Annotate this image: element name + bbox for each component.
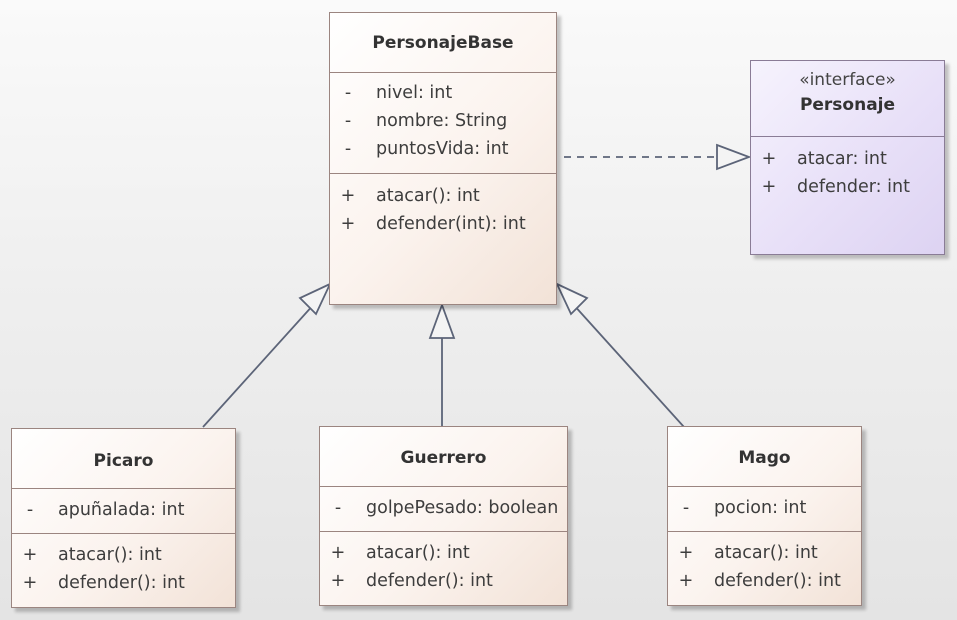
- visibility-public: +: [330, 571, 346, 591]
- realization-arrowhead: [716, 143, 752, 171]
- visibility-public: +: [22, 573, 38, 593]
- operations-compartment: + atacar: int + defender: int: [751, 137, 944, 201]
- visibility-private: -: [26, 500, 34, 520]
- operation-text: atacar: int: [797, 149, 887, 169]
- operation-atacar[interactable]: + atacar(): int: [330, 182, 556, 210]
- attribute-nivel[interactable]: - nivel: int: [330, 79, 556, 107]
- attribute-apunalada[interactable]: - apuñalada: int: [12, 496, 235, 524]
- operation-text: atacar(): int: [714, 543, 818, 563]
- visibility-public: +: [340, 186, 356, 206]
- attributes-compartment: - nivel: int - nombre: String - puntosVi…: [330, 73, 556, 174]
- attribute-text: nombre: String: [376, 111, 508, 131]
- operation-text: atacar(): int: [366, 543, 470, 563]
- attribute-text: puntosVida: int: [376, 139, 509, 159]
- class-name: PersonajeBase: [372, 33, 514, 53]
- attribute-text: golpePesado: boolean: [366, 498, 559, 518]
- visibility-public: +: [761, 149, 777, 169]
- visibility-private: -: [682, 498, 690, 518]
- class-name: Personaje: [799, 95, 896, 115]
- operation-defender[interactable]: + defender: int: [751, 173, 944, 201]
- interface-personaje[interactable]: «interface» Personaje + atacar: int + de…: [750, 60, 945, 255]
- class-name: Guerrero: [400, 448, 487, 468]
- operation-defender[interactable]: + defender(): int: [668, 567, 861, 595]
- generalization-guerrero-arrowhead: [428, 302, 456, 339]
- operations-compartment: + atacar(): int + defender(): int: [668, 532, 861, 595]
- attribute-golpe-pesado[interactable]: - golpePesado: boolean: [320, 494, 567, 522]
- operation-text: defender(int): int: [376, 214, 526, 234]
- attribute-text: apuñalada: int: [58, 500, 185, 520]
- operation-atacar[interactable]: + atacar: int: [751, 145, 944, 173]
- visibility-public: +: [22, 545, 38, 565]
- visibility-public: +: [678, 543, 694, 563]
- generalization-mago[interactable]: [571, 302, 685, 428]
- generalization-picaro[interactable]: [202, 302, 316, 428]
- class-mago[interactable]: Mago - pocion: int + atacar(): int + def…: [667, 426, 862, 606]
- attribute-pocion[interactable]: - pocion: int: [668, 494, 861, 522]
- visibility-public: +: [761, 177, 777, 197]
- visibility-private: -: [344, 83, 352, 103]
- visibility-public: +: [330, 543, 346, 563]
- attributes-compartment: - apuñalada: int: [12, 489, 235, 534]
- class-personaje-base[interactable]: PersonajeBase - nivel: int - nombre: Str…: [329, 12, 557, 305]
- operation-text: defender: int: [797, 177, 910, 197]
- operation-text: defender(): int: [58, 573, 185, 593]
- operation-defender[interactable]: + defender(): int: [320, 567, 567, 595]
- visibility-public: +: [340, 214, 356, 234]
- operation-atacar[interactable]: + atacar(): int: [12, 541, 235, 569]
- operations-compartment: + atacar(): int + defender(): int: [320, 532, 567, 595]
- operation-text: defender(): int: [366, 571, 493, 591]
- operation-text: defender(): int: [714, 571, 841, 591]
- attribute-text: pocion: int: [714, 498, 807, 518]
- visibility-public: +: [678, 571, 694, 591]
- attribute-nombre[interactable]: - nombre: String: [330, 107, 556, 135]
- operations-compartment: + atacar(): int + defender(int): int: [330, 174, 556, 238]
- operation-defender[interactable]: + defender(int): int: [330, 210, 556, 238]
- operation-defender[interactable]: + defender(): int: [12, 569, 235, 597]
- attribute-puntos-vida[interactable]: - puntosVida: int: [330, 135, 556, 163]
- attributes-compartment: - golpePesado: boolean: [320, 487, 567, 532]
- operation-atacar[interactable]: + atacar(): int: [668, 539, 861, 567]
- generalization-mago-arrowhead: [555, 282, 589, 316]
- operations-compartment: + atacar(): int + defender(): int: [12, 534, 235, 597]
- visibility-private: -: [334, 498, 342, 518]
- class-picaro[interactable]: Picaro - apuñalada: int + atacar(): int …: [11, 428, 236, 608]
- visibility-private: -: [344, 111, 352, 131]
- operation-atacar[interactable]: + atacar(): int: [320, 539, 567, 567]
- attribute-text: nivel: int: [376, 83, 453, 103]
- stereotype-label: «interface»: [799, 70, 896, 90]
- class-guerrero[interactable]: Guerrero - golpePesado: boolean + atacar…: [319, 426, 568, 606]
- operation-text: atacar(): int: [58, 545, 162, 565]
- class-name: Picaro: [93, 451, 154, 471]
- class-name: Mago: [738, 448, 791, 468]
- visibility-private: -: [344, 139, 352, 159]
- generalization-picaro-arrowhead: [298, 282, 332, 316]
- attributes-compartment: - pocion: int: [668, 487, 861, 532]
- operation-text: atacar(): int: [376, 186, 480, 206]
